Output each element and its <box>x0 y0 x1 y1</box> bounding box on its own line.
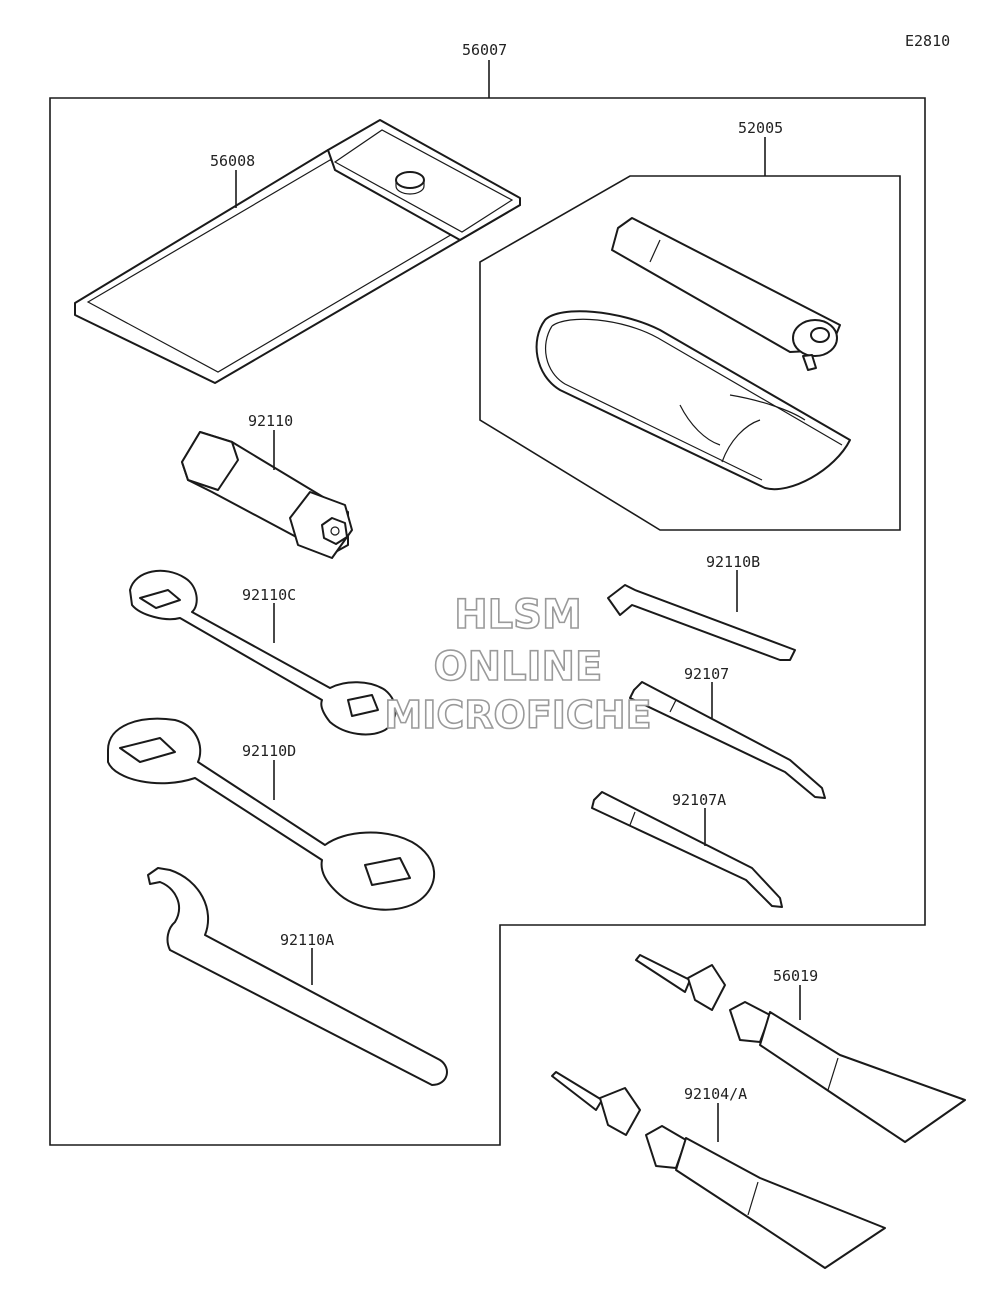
label-52005[interactable]: 52005 <box>738 119 783 137</box>
label-92104A[interactable]: 92104/A <box>684 1085 747 1103</box>
watermark-line1: HLSM <box>454 592 582 638</box>
label-56019[interactable]: 56019 <box>773 967 818 985</box>
label-92110C[interactable]: 92110C <box>242 586 296 604</box>
label-92110A[interactable]: 92110A <box>280 931 334 949</box>
watermark-line3: MICROFICHE <box>384 693 651 737</box>
watermark: HLSM ONLINE MICROFICHE <box>384 591 653 738</box>
label-56007[interactable]: 56007 <box>462 41 507 59</box>
pressure-gauge[interactable] <box>611 217 841 371</box>
toolkit-outline <box>49 97 926 1146</box>
grease-tube-92104A[interactable] <box>551 1071 886 1269</box>
wrench-small[interactable] <box>129 569 397 736</box>
label-92110B[interactable]: 92110B <box>706 553 760 571</box>
label-92107[interactable]: 92107 <box>684 665 729 683</box>
spark-plug-wrench[interactable] <box>181 431 353 559</box>
label-92110D[interactable]: 92110D <box>242 742 296 760</box>
label-92110[interactable]: 92110 <box>248 412 293 430</box>
diagram-code: E2810 <box>905 32 950 50</box>
label-92107A[interactable]: 92107A <box>672 791 726 809</box>
tool-bag[interactable] <box>74 119 521 384</box>
screwdriver-bit-92107A[interactable] <box>591 791 783 908</box>
grease-tube-56019[interactable] <box>635 954 966 1143</box>
hook-spanner[interactable] <box>147 867 448 1086</box>
label-56008[interactable]: 56008 <box>210 152 255 170</box>
screwdriver-bit-92107[interactable] <box>629 681 826 799</box>
subkit-outline <box>479 175 901 531</box>
wrench-large[interactable] <box>107 717 435 911</box>
watermark-line2: ONLINE <box>434 644 603 690</box>
gauge-pouch[interactable] <box>535 310 851 491</box>
hex-key[interactable] <box>607 584 796 661</box>
